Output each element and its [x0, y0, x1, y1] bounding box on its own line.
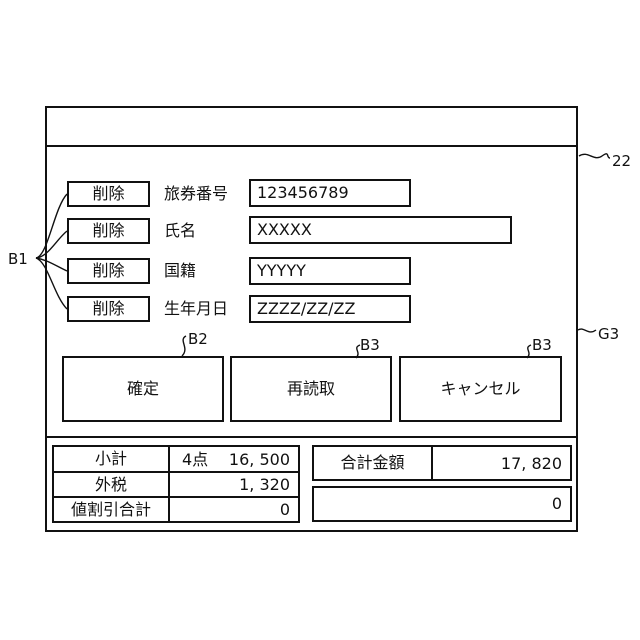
passport-number-field[interactable]: 123456789	[249, 179, 411, 207]
confirm-button[interactable]: 確定	[62, 356, 224, 422]
subtotal-label: 小計	[54, 447, 168, 471]
extra-amount-box: 0	[312, 486, 572, 522]
total-box: 合計金額 17, 820	[312, 445, 572, 481]
passport-number-label: 旅券番号	[164, 186, 228, 202]
subtotal-value: 16, 500	[229, 452, 290, 468]
birthdate-label: 生年月日	[164, 301, 228, 317]
summary-table: 小計 4点 16, 500 外税 1, 320 値割引合計 0	[52, 445, 300, 523]
cancel-button[interactable]: キャンセル	[399, 356, 562, 422]
total-label: 合計金額	[314, 447, 431, 479]
name-label: 氏名	[164, 223, 196, 239]
ref-b3-cancel-label: B3	[532, 336, 552, 354]
delete-button-name[interactable]: 削除	[67, 218, 150, 244]
birthdate-field[interactable]: ZZZZ/ZZ/ZZ	[249, 295, 411, 323]
delete-button-birthdate[interactable]: 削除	[67, 296, 150, 322]
delete-button-passport[interactable]: 削除	[67, 181, 150, 207]
title-bar-divider	[45, 145, 578, 147]
ref-b1-label: B1	[8, 250, 28, 268]
summary-divider	[45, 436, 578, 438]
ref-g3-label: G3	[598, 325, 619, 343]
ref-b3-reread-label: B3	[360, 336, 380, 354]
subtotal-count: 4点	[182, 452, 208, 468]
ref-g3-leader	[578, 329, 596, 332]
ref-22-leader	[579, 154, 610, 158]
total-divider	[431, 447, 433, 479]
discount-label: 値割引合計	[54, 498, 168, 521]
nationality-field[interactable]: YYYYY	[249, 257, 411, 285]
tax-label: 外税	[54, 473, 168, 496]
summary-col-divider-1	[168, 447, 170, 521]
discount-value: 0	[280, 502, 290, 518]
name-field[interactable]: XXXXX	[249, 216, 512, 244]
total-value: 17, 820	[501, 456, 562, 472]
reread-button[interactable]: 再読取	[230, 356, 392, 422]
nationality-label: 国籍	[164, 263, 196, 279]
ref-22-label: 22	[612, 152, 631, 170]
delete-button-nationality[interactable]: 削除	[67, 258, 150, 284]
ref-b2-label: B2	[188, 330, 208, 348]
tax-value: 1, 320	[239, 477, 290, 493]
